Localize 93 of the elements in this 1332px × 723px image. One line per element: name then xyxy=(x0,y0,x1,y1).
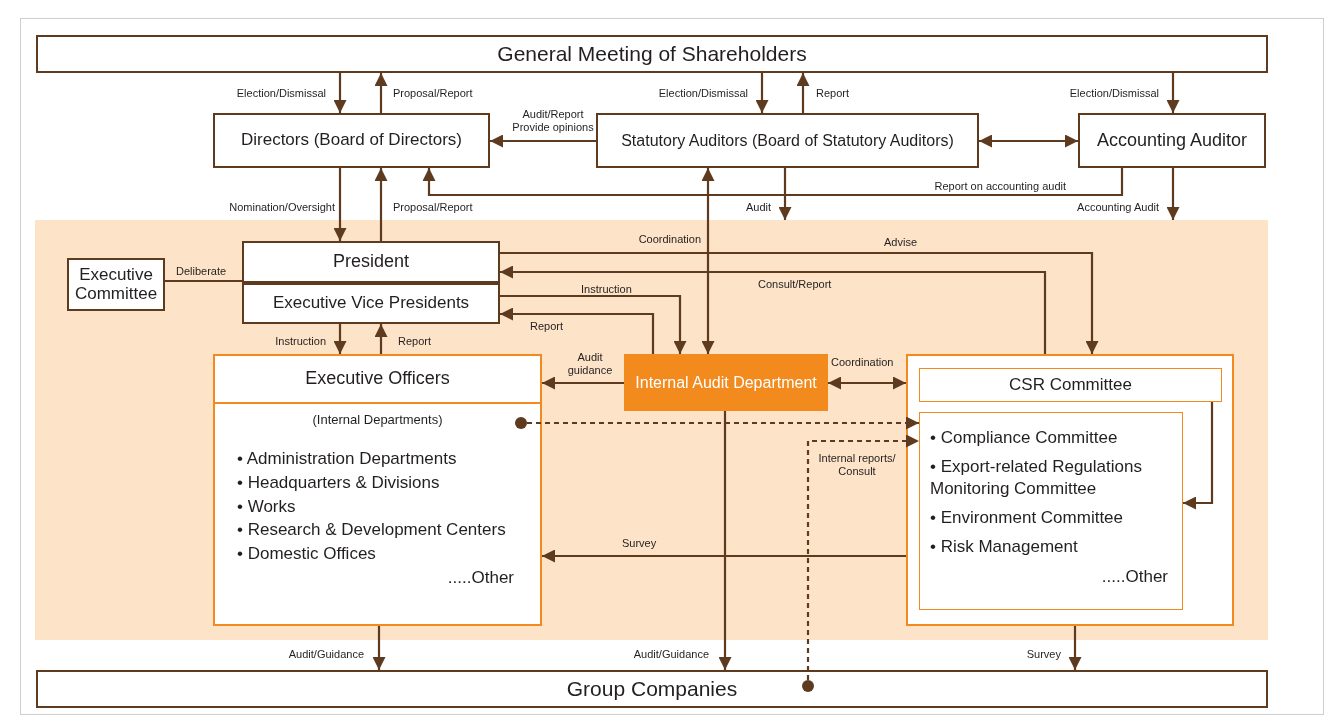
edge-label: Internal reports/ Consult xyxy=(817,452,897,478)
list-item: • Compliance Committee xyxy=(930,427,1119,449)
arrow xyxy=(500,251,1099,354)
process-box xyxy=(67,258,165,311)
edge-label: Proposal/Report xyxy=(393,201,473,214)
list-box xyxy=(919,412,1183,610)
arrow xyxy=(542,376,624,390)
list-item: .....Other xyxy=(446,568,515,588)
arrow xyxy=(701,168,715,354)
arrow xyxy=(490,134,596,148)
node-label: Executive Vice Presidents xyxy=(271,294,471,313)
process-box xyxy=(624,354,828,411)
node-label: President xyxy=(331,252,410,272)
process-box xyxy=(36,35,1268,73)
edge-label: Consult/Report xyxy=(758,278,832,291)
arrow xyxy=(1068,626,1082,670)
node-label: Directors (Board of Directors) xyxy=(239,131,464,150)
process-box xyxy=(213,113,490,168)
arrow xyxy=(374,168,388,241)
dot xyxy=(515,417,527,429)
arrow xyxy=(500,307,655,354)
edge-label: Instruction xyxy=(581,283,632,296)
arrow xyxy=(500,265,1047,354)
edge-label: Report xyxy=(398,335,432,348)
arrow xyxy=(500,294,687,354)
subtitle: (Internal Departments) xyxy=(311,412,444,427)
process-box xyxy=(242,241,500,283)
node-label: Executive Officers xyxy=(304,369,451,389)
arrow xyxy=(333,73,347,113)
dot xyxy=(802,680,814,692)
edge-label: Nomination/Oversight xyxy=(229,201,335,214)
arrow xyxy=(542,549,906,563)
arrow xyxy=(778,168,792,220)
arrow xyxy=(422,168,1124,197)
node-label: General Meeting of Shareholders xyxy=(496,42,808,66)
edge-label: Proposal/Report xyxy=(393,87,473,100)
arrow xyxy=(1166,168,1180,220)
list-item: .....Other xyxy=(1100,567,1169,588)
edge-label: Audit/Guidance xyxy=(633,648,709,661)
arrow xyxy=(796,73,810,113)
edge-label: Coordination xyxy=(638,233,701,246)
list-item: • Export-related Regulations Monitoring Committee xyxy=(930,456,1143,499)
edge-label: Coordination xyxy=(831,356,894,369)
list-item: • Risk Management xyxy=(930,536,1079,558)
edge-label: Election/Dismissal xyxy=(236,87,326,100)
edge-label: Report on accounting audit xyxy=(934,180,1066,193)
process-box xyxy=(213,354,542,626)
arrow xyxy=(333,168,347,241)
arrow xyxy=(1183,402,1214,510)
edge-label: Election/Dismissal xyxy=(658,87,748,100)
arrow xyxy=(979,134,1078,148)
dashed-arrow xyxy=(806,434,919,680)
arrow xyxy=(374,324,388,354)
arrow xyxy=(828,376,906,390)
edge-label: Audit/Guidance xyxy=(288,648,364,661)
node-label: Accounting Auditor xyxy=(1095,130,1249,151)
node-label: Executive Committee xyxy=(73,265,159,304)
edge-label: Audit xyxy=(745,201,771,214)
edge-label: Report xyxy=(816,87,850,100)
arrow xyxy=(1166,73,1180,113)
arrow xyxy=(333,324,347,354)
process-box xyxy=(596,113,979,168)
node-label: Internal Audit Department xyxy=(634,373,818,392)
list-item: • Administration Departments xyxy=(237,448,458,470)
arrow xyxy=(755,73,769,113)
edge-label: Survey xyxy=(1026,648,1061,661)
shaded-region xyxy=(35,220,1268,640)
list-item: • Works xyxy=(237,495,297,518)
edge-label: Survey xyxy=(622,537,657,550)
edge-label: Deliberate xyxy=(176,265,227,278)
process-box xyxy=(36,670,1268,708)
list-item: • Domestic Offices xyxy=(237,543,377,566)
list-item: • Headquarters & Divisions xyxy=(237,471,441,494)
node-label: Group Companies xyxy=(565,677,739,701)
process-box xyxy=(919,368,1222,402)
dashed-arrow xyxy=(527,416,919,430)
edge-label: Report xyxy=(530,320,564,333)
process-box xyxy=(1078,113,1266,168)
arrow xyxy=(718,411,732,670)
node-label: CSR Committee xyxy=(1008,375,1133,395)
arrow xyxy=(372,626,386,670)
process-box xyxy=(242,283,500,324)
edge-label: Accounting Audit xyxy=(1077,201,1159,214)
list-item: • Research & Development Centers xyxy=(237,519,507,542)
list-item: • Environment Committee xyxy=(930,506,1125,528)
group-box xyxy=(906,354,1234,626)
edge-label: Advise xyxy=(884,236,918,249)
edge-label: Instruction xyxy=(275,335,326,348)
arrow xyxy=(374,73,388,113)
edge-label: Audit/Report Provide opinions xyxy=(511,108,595,134)
edge-label: Audit guidance xyxy=(566,351,614,377)
edge-label: Election/Dismissal xyxy=(1069,87,1159,100)
node-label: Statutory Auditors (Board of Statutory Auditors) xyxy=(620,131,955,150)
